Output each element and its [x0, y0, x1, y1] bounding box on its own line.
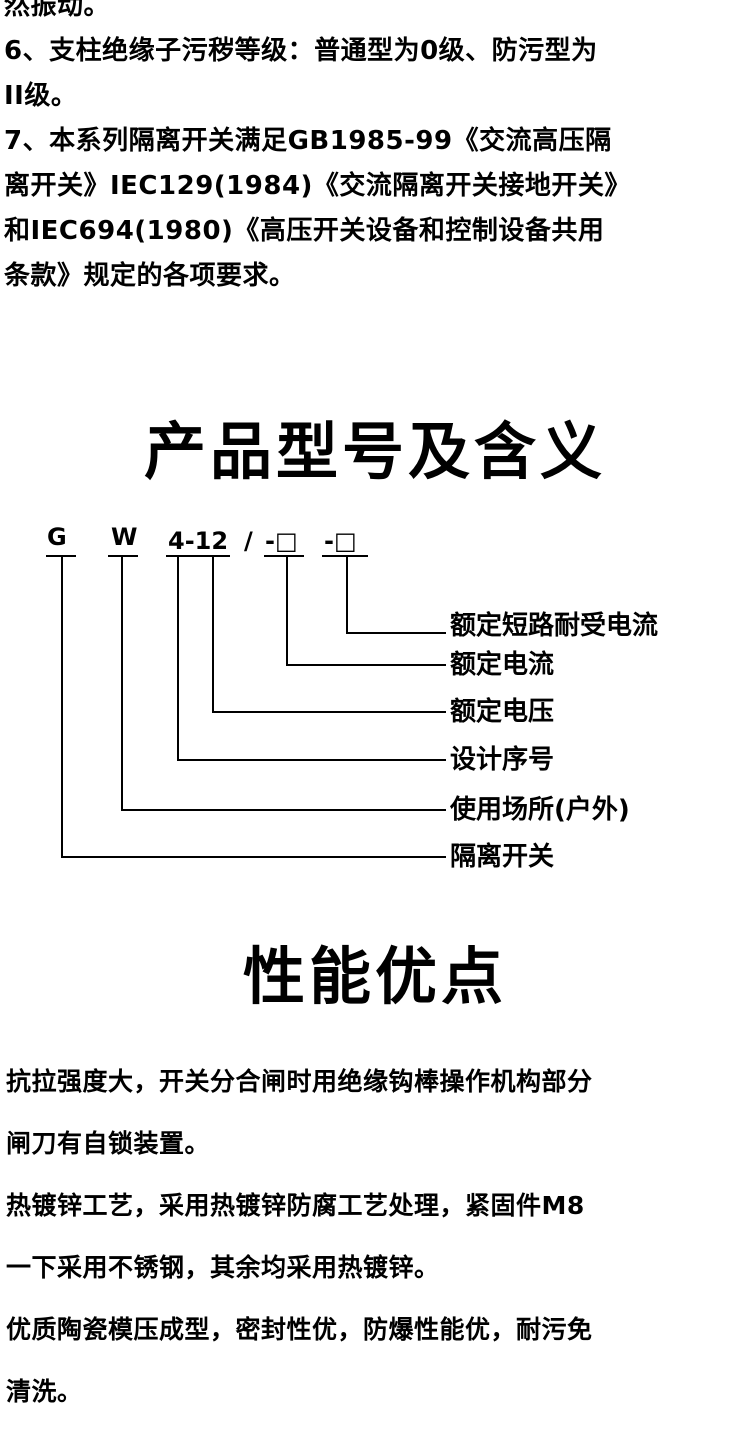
- meaning-design-number: 设计序号: [450, 745, 555, 775]
- performance-line: 抗拉强度大，开关分合闸时用绝缘钩棒操作机构部分: [6, 1067, 593, 1096]
- code-part-w: W: [111, 523, 138, 551]
- performance-section-title: 性能优点: [242, 940, 507, 1013]
- performance-line: 一下采用不锈钢，其余均采用热镀锌。: [6, 1253, 440, 1282]
- meaning-rated-current: 额定电流: [450, 650, 555, 680]
- leader-lines: [46, 555, 446, 858]
- code-part-g: G: [47, 523, 67, 551]
- code-part-current: -□: [265, 527, 298, 555]
- performance-line: 优质陶瓷模压成型，密封性优，防爆性能优，耐污免: [6, 1315, 593, 1344]
- intro-line: 6、支柱绝缘子污秽等级：普通型为0级、防污型为: [4, 36, 598, 66]
- meaning-isolating-switch: 隔离开关: [450, 842, 555, 872]
- model-section-title: 产品型号及含义: [143, 415, 606, 488]
- performance-line: 闸刀有自锁装置。: [6, 1129, 211, 1158]
- code-part-slash: /: [244, 527, 253, 555]
- code-part-design-voltage: 4-12: [168, 527, 229, 555]
- intro-text: 然振动。 6、支柱绝缘子污秽等级：普通型为0级、防污型为 II级。 7、本系列隔…: [4, 0, 748, 299]
- intro-line: 条款》规定的各项要求。: [4, 261, 296, 291]
- meaning-usage-location: 使用场所(户外): [450, 795, 630, 825]
- intro-line: II级。: [4, 81, 78, 111]
- intro-line: 离开关》IEC129(1984)《交流隔离开关接地开关》: [4, 171, 631, 201]
- code-part-short-circuit: -□: [324, 527, 357, 555]
- intro-line: 和IEC694(1980)《高压开关设备和控制设备共用: [4, 216, 605, 246]
- performance-line: 清洗。: [6, 1377, 83, 1406]
- meaning-rated-short-circuit-current: 额定短路耐受电流: [450, 611, 659, 641]
- performance-line: 热镀锌工艺，采用热镀锌防腐工艺处理，紧固件M8: [6, 1191, 585, 1220]
- meaning-rated-voltage: 额定电压: [450, 697, 555, 727]
- intro-line: 然振动。: [4, 0, 111, 21]
- intro-line: 7、本系列隔离开关满足GB1985-99《交流高压隔: [4, 126, 612, 156]
- performance-text: 抗拉强度大，开关分合闸时用绝缘钩棒操作机构部分 闸刀有自锁装置。 热镀锌工艺，采…: [6, 1051, 750, 1423]
